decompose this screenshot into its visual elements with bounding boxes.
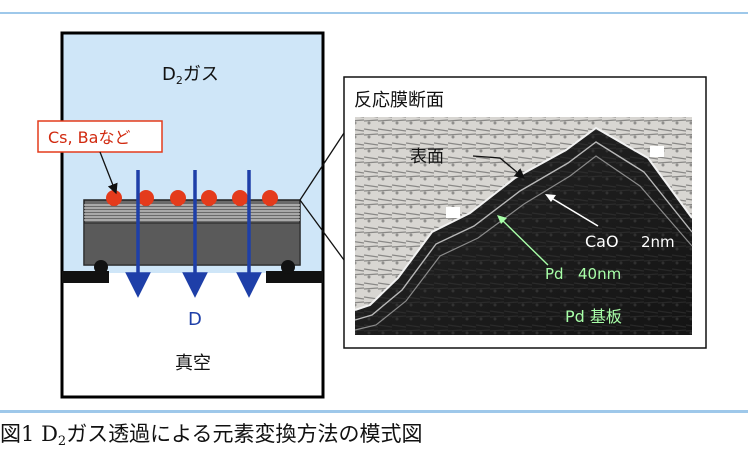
deposit-particles xyxy=(106,190,278,206)
deposit-label: Cs, Baなど xyxy=(48,128,130,147)
surface-label: 表面 xyxy=(410,147,444,167)
gas-label: D2ガス xyxy=(162,64,219,87)
deposit-particle xyxy=(106,190,122,206)
cao-label: CaO xyxy=(585,232,619,251)
flux-arrows xyxy=(125,170,262,298)
flux-label: D xyxy=(188,309,202,330)
micrograph-title: 反応膜断面 xyxy=(354,90,444,111)
o-ring-right xyxy=(281,260,295,274)
cao-thickness: 2nm xyxy=(641,233,675,251)
vacuum-region xyxy=(62,273,323,397)
caption-d: D xyxy=(41,422,58,446)
diagram-canvas: D2ガス C xyxy=(37,31,707,399)
flux-arrowhead xyxy=(125,272,151,298)
pd-layer xyxy=(354,141,693,321)
tem-image xyxy=(354,117,693,335)
chamber: D2ガス C xyxy=(37,31,325,399)
cao-layer xyxy=(354,126,693,311)
bottom-rule xyxy=(0,410,748,413)
deposit-particle xyxy=(262,190,278,206)
deposit-particle xyxy=(201,190,217,206)
micrograph-panel: 反応膜断面 表面 CaO 2nm Pd xyxy=(343,76,707,349)
deposit-callout-line xyxy=(99,151,118,195)
surface-pointer xyxy=(472,155,525,179)
top-rule xyxy=(0,12,748,14)
zoom-connector xyxy=(299,132,345,261)
marker-square xyxy=(446,207,460,218)
membrane-substrate xyxy=(83,222,301,266)
vacuum-label: 真空 xyxy=(175,353,211,374)
substrate-label: Pd 基板 xyxy=(565,307,622,326)
deposit-particle xyxy=(232,190,248,206)
marker-square xyxy=(650,146,664,157)
support-ledge-left xyxy=(62,271,109,283)
o-ring-left xyxy=(94,260,108,274)
flux-arrowhead xyxy=(236,272,262,298)
deposit-particle xyxy=(138,190,154,206)
pd-pointer xyxy=(499,217,549,266)
support-ledge-right xyxy=(266,271,323,283)
cao-pointer xyxy=(547,195,599,227)
figure-caption: 図1 D2ガス透過による元素変換方法の模式図 xyxy=(0,418,748,458)
deposit-particle xyxy=(170,190,186,206)
caption-subscript: 2 xyxy=(57,434,67,449)
flux-arrowhead xyxy=(182,272,208,298)
chamber-wall xyxy=(60,31,325,399)
pd-label: Pd xyxy=(545,265,564,283)
deposit-label-box xyxy=(37,120,163,153)
pd-thickness: 40nm xyxy=(578,265,621,283)
caption-prefix: 図1 xyxy=(0,422,35,446)
membrane-layers xyxy=(84,204,300,221)
caption-text: ガス透過による元素変換方法の模式図 xyxy=(66,422,423,446)
